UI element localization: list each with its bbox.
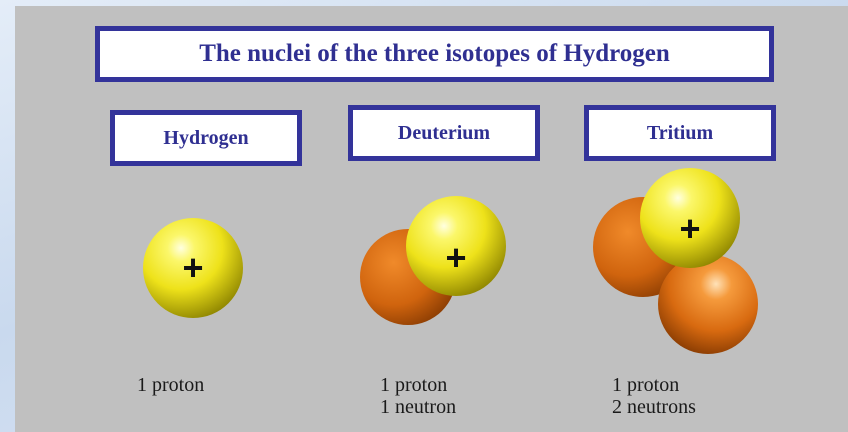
proton-charge: +	[182, 247, 203, 288]
caption-tritium-neutrons: 2 neutrons	[612, 396, 696, 418]
diagram-title: The nuclei of the three isotopes of Hydr…	[95, 26, 774, 82]
diagram-panel: The nuclei of the three isotopes of Hydr…	[15, 6, 848, 432]
label-tritium: Tritium	[584, 105, 776, 161]
caption-deuterium-neutrons: 1 neutron	[380, 396, 457, 418]
proton-charge: +	[445, 237, 466, 278]
proton	[406, 196, 506, 296]
neutron	[658, 254, 758, 354]
proton	[143, 218, 243, 318]
caption-hydrogen-protons: 1 proton	[137, 374, 205, 396]
label-hydrogen: Hydrogen	[110, 110, 302, 166]
label-deuterium: Deuterium	[348, 105, 540, 161]
proton	[640, 168, 740, 268]
tritium-nucleus: +	[593, 168, 758, 354]
nuclei-illustration: + + +	[143, 168, 758, 354]
deuterium-nucleus: +	[360, 196, 506, 325]
caption-deuterium-protons: 1 proton	[380, 374, 448, 396]
hydrogen-nucleus: +	[143, 218, 243, 318]
proton-charge: +	[679, 208, 700, 249]
caption-tritium-protons: 1 proton	[612, 374, 680, 396]
